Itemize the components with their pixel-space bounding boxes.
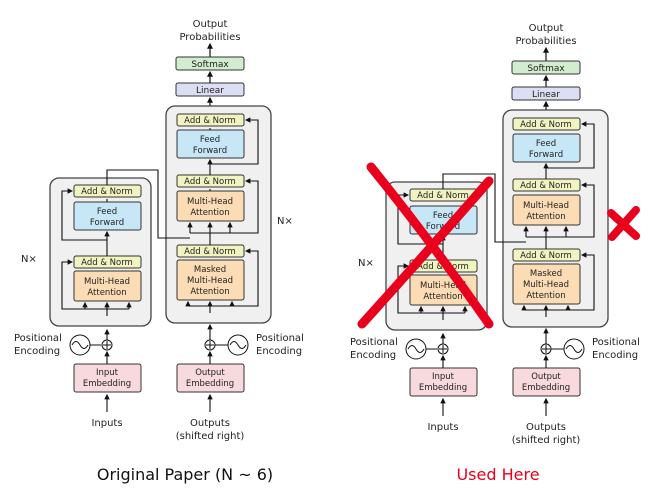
decoder-masked-label2: Multi-Head bbox=[187, 276, 233, 286]
decoder-masked-label1: Masked bbox=[530, 269, 562, 279]
decoder-masked-label3: Attention bbox=[190, 287, 229, 297]
linear-label: Linear bbox=[532, 90, 560, 100]
output-embedding-label1: Output bbox=[531, 372, 561, 382]
encoder-cross-out-mark bbox=[357, 162, 494, 329]
decoder-add-norm-mid-label: Add & Norm bbox=[184, 177, 236, 187]
encoder-positional-label2: Encoding bbox=[14, 346, 60, 357]
output-title-line2: Probabilities bbox=[515, 36, 576, 47]
decoder-positional-label2: Encoding bbox=[256, 346, 302, 357]
encoder-add-norm-top-label: Add & Norm bbox=[417, 191, 469, 201]
encoder-stack bbox=[49, 177, 152, 327]
decoder-add-norm-top-label: Add & Norm bbox=[184, 116, 236, 126]
encoder-ff-label1: Feed bbox=[433, 211, 453, 221]
decoder-add-norm-bottom-label: Add & Norm bbox=[184, 247, 236, 257]
decoder-masked-label1: Masked bbox=[194, 265, 226, 275]
decoder-ff-label2: Forward bbox=[193, 146, 227, 156]
input-embedding-label1: Input bbox=[432, 372, 455, 382]
decoder-add-norm-mid-label: Add & Norm bbox=[520, 181, 572, 191]
decoder-positional-label1: Positional bbox=[592, 337, 640, 348]
decoder-mha-label2: Attention bbox=[526, 212, 565, 222]
outputs-label2: (shifted right) bbox=[176, 431, 245, 442]
decoder-ff-label1: Feed bbox=[536, 139, 556, 149]
decoder-positional-label1: Positional bbox=[256, 333, 304, 344]
input-embedding-label2: Embedding bbox=[83, 379, 131, 389]
input-embedding-label1: Input bbox=[96, 368, 119, 378]
decoder-add-norm-top-label: Add & Norm bbox=[520, 120, 572, 130]
softmax-label: Softmax bbox=[191, 60, 229, 70]
encoder-ff-label1: Feed bbox=[97, 207, 117, 217]
encoder-self-attention bbox=[73, 270, 142, 302]
decoder-cross-attention bbox=[512, 194, 581, 226]
encoder-mha-label2: Attention bbox=[423, 292, 462, 302]
decoder-ff-label1: Feed bbox=[200, 135, 220, 145]
inputs-label: Inputs bbox=[427, 422, 458, 433]
linear-label: Linear bbox=[196, 86, 224, 96]
encoder-add-norm-bottom-label: Add & Norm bbox=[81, 258, 133, 268]
decoder-positional-label2: Encoding bbox=[592, 350, 638, 361]
outputs-label1: Outputs bbox=[526, 422, 566, 433]
softmax-label: Softmax bbox=[527, 64, 565, 74]
outputs-label1: Outputs bbox=[190, 418, 230, 429]
output-title-line1: Output bbox=[193, 19, 228, 30]
softmax-block bbox=[511, 60, 581, 75]
outputs-label2: (shifted right) bbox=[512, 435, 581, 446]
encoder-mha-label1: Multi-Head bbox=[420, 281, 466, 291]
decoder-mha-label1: Multi-Head bbox=[187, 197, 233, 207]
decoder-mha-label2: Attention bbox=[190, 208, 229, 218]
linear-block bbox=[175, 82, 245, 97]
caption-original-paper: Original Paper (N ~ 6) bbox=[97, 465, 273, 484]
decoder-mha-label1: Multi-Head bbox=[523, 201, 569, 211]
right-transformer-diagram: Output Probabilities Softmax Linear Add … bbox=[350, 23, 640, 446]
decoder-add-norm-bottom-label: Add & Norm bbox=[520, 251, 572, 261]
output-title-line1: Output bbox=[529, 23, 564, 34]
decoder-nx-label: N× bbox=[277, 216, 293, 227]
output-embedding-label2: Embedding bbox=[522, 383, 570, 393]
output-title-line2: Probabilities bbox=[179, 32, 240, 43]
decoder-add-norm-top bbox=[512, 117, 581, 131]
decoder-masked-attention bbox=[512, 263, 581, 305]
encoder-mha-label1: Multi-Head bbox=[84, 277, 130, 287]
encoder-nx-label: N× bbox=[358, 258, 374, 269]
encoder-nx-label: N× bbox=[21, 254, 37, 265]
output-embedding-label1: Output bbox=[195, 368, 225, 378]
input-embedding-label2: Embedding bbox=[419, 383, 467, 393]
caption-used-here: Used Here bbox=[456, 465, 539, 484]
encoder-mha-label2: Attention bbox=[87, 288, 126, 298]
decoder-add-norm-top bbox=[176, 113, 245, 127]
encoder-positional-label1: Positional bbox=[350, 337, 398, 348]
decoder-masked-attention bbox=[176, 259, 245, 301]
output-embedding-label2: Embedding bbox=[186, 379, 234, 389]
inputs-label: Inputs bbox=[91, 418, 122, 429]
encoder-ff-label2: Forward bbox=[90, 218, 124, 228]
decoder-feed-forward bbox=[512, 133, 581, 163]
left-transformer-diagram: Output Probabilities Softmax Linear N× A… bbox=[14, 19, 304, 442]
decoder-cross-out-mark bbox=[607, 206, 640, 241]
decoder-ff-label2: Forward bbox=[529, 150, 563, 160]
encoder-add-norm-top-label: Add & Norm bbox=[81, 187, 133, 197]
softmax-block bbox=[175, 56, 245, 71]
encoder-positional-label1: Positional bbox=[14, 333, 62, 344]
decoder-masked-label2: Multi-Head bbox=[523, 280, 569, 290]
linear-block bbox=[511, 86, 581, 101]
encoder-positional-label2: Encoding bbox=[350, 350, 396, 361]
decoder-masked-label3: Attention bbox=[526, 291, 565, 301]
